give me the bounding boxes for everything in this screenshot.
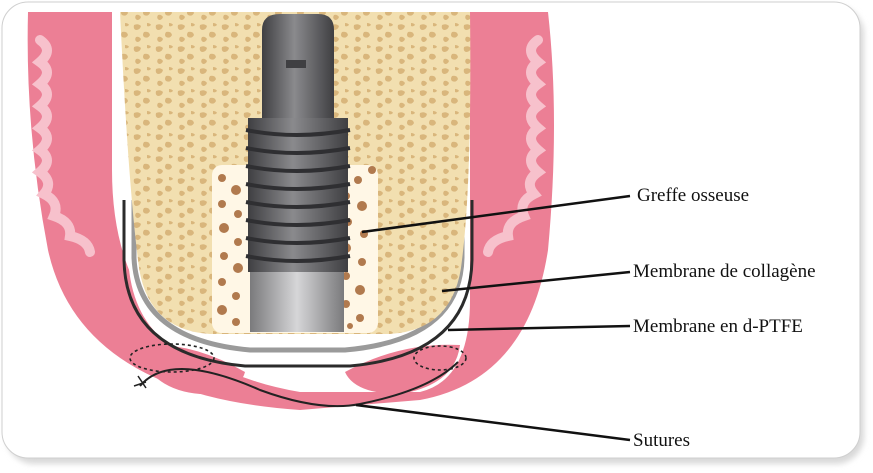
label-bone-graft: Greffe osseuse — [637, 185, 749, 206]
label-dptfe-membrane: Membrane en d-PTFE — [633, 316, 803, 337]
label-collagen-membrane: Membrane de collagène — [633, 261, 816, 282]
label-sutures: Sutures — [633, 430, 690, 451]
